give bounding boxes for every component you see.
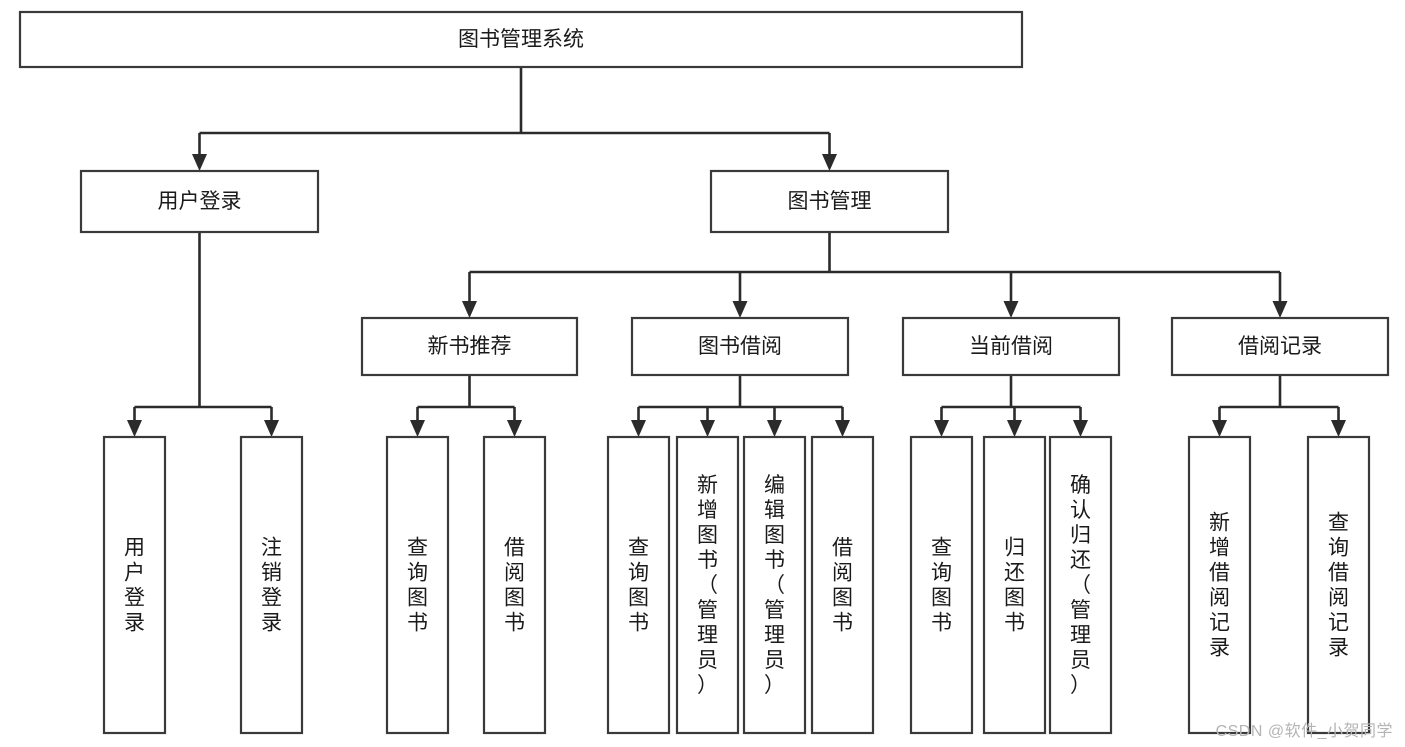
node-current-borrow[interactable]: 当前借阅 [901, 316, 1121, 377]
node-leaf-edit-book-admin-box[interactable] [742, 435, 807, 735]
node-root-label: 图书管理系统 [458, 28, 584, 51]
node-leaf-return-book[interactable]: 归还图书 [982, 435, 1047, 735]
node-leaf-logout-login-box[interactable] [239, 435, 304, 735]
node-book-borrow[interactable]: 图书借阅 [630, 316, 850, 377]
node-book-manage-box[interactable] [709, 169, 950, 234]
node-new-book-recommend[interactable]: 新书推荐 [360, 316, 579, 377]
node-leaf-borrow-book-1-label: 借阅图书 [504, 537, 525, 635]
node-leaf-borrow-book-2-label: 借阅图书 [832, 537, 853, 635]
node-new-book-recommend-box[interactable] [360, 316, 579, 377]
node-leaf-borrow-book-2[interactable]: 借阅图书 [810, 435, 875, 735]
connector-layer [127, 67, 1346, 437]
node-leaf-return-book-label: 归还图书 [1004, 537, 1025, 635]
node-leaf-query-book-2[interactable]: 查询图书 [606, 435, 671, 735]
node-new-book-recommend-label: 新书推荐 [428, 335, 512, 358]
node-leaf-user-login-label: 用户登录 [124, 537, 145, 635]
node-book-manage-label: 图书管理 [788, 190, 872, 213]
node-leaf-user-login[interactable]: 用户登录 [102, 435, 167, 735]
node-root[interactable]: 图书管理系统 [18, 10, 1024, 69]
node-leaf-query-book-3[interactable]: 查询图书 [909, 435, 974, 735]
node-leaf-query-book-3-label: 查询图书 [931, 537, 952, 635]
node-leaf-edit-book-admin[interactable]: 编辑图书（管理员） [742, 435, 807, 735]
node-leaf-confirm-return[interactable]: 确认归还（管理员） [1048, 435, 1113, 735]
node-leaf-add-book-admin-label: 新增图书（管理员） [697, 474, 718, 697]
node-leaf-query-book-2-label: 查询图书 [628, 537, 649, 635]
node-book-manage[interactable]: 图书管理 [709, 169, 950, 234]
node-leaf-add-borrow-record[interactable]: 新增借阅记录 [1187, 435, 1252, 735]
node-root-box[interactable] [18, 10, 1024, 69]
node-user-login-box[interactable] [79, 169, 320, 234]
node-leaf-borrow-book-1[interactable]: 借阅图书 [482, 435, 547, 735]
node-leaf-logout-login-label: 注销登录 [261, 537, 282, 635]
node-leaf-confirm-return-label: 确认归还（管理员） [1070, 474, 1091, 697]
node-leaf-confirm-return-box[interactable] [1048, 435, 1113, 735]
node-leaf-query-borrow-record-label: 查询借阅记录 [1328, 512, 1349, 660]
node-leaf-query-borrow-record[interactable]: 查询借阅记录 [1306, 435, 1371, 735]
node-leaf-borrow-book-1-box[interactable] [482, 435, 547, 735]
node-user-login[interactable]: 用户登录 [79, 169, 320, 234]
node-current-borrow-label: 当前借阅 [969, 335, 1053, 358]
node-user-login-label: 用户登录 [158, 190, 242, 213]
node-current-borrow-box[interactable] [901, 316, 1121, 377]
node-leaf-logout-login[interactable]: 注销登录 [239, 435, 304, 735]
node-leaf-add-book-admin[interactable]: 新增图书（管理员） [675, 435, 740, 735]
node-borrow-record-box[interactable] [1170, 316, 1390, 377]
node-borrow-record[interactable]: 借阅记录 [1170, 316, 1390, 377]
node-leaf-query-book-3-box[interactable] [909, 435, 974, 735]
node-leaf-user-login-box[interactable] [102, 435, 167, 735]
node-leaf-add-borrow-record-box[interactable] [1187, 435, 1252, 735]
watermark-text: CSDN @软件_小贺同学 [1215, 723, 1393, 740]
node-leaf-edit-book-admin-label: 编辑图书（管理员） [764, 474, 785, 697]
node-leaf-borrow-book-2-box[interactable] [810, 435, 875, 735]
node-leaf-query-book-2-box[interactable] [606, 435, 671, 735]
node-leaf-add-book-admin-box[interactable] [675, 435, 740, 735]
node-book-borrow-box[interactable] [630, 316, 850, 377]
node-leaf-query-book-1-box[interactable] [385, 435, 450, 735]
node-leaf-query-borrow-record-box[interactable] [1306, 435, 1371, 735]
node-leaf-return-book-box[interactable] [982, 435, 1047, 735]
node-leaf-add-borrow-record-label: 新增借阅记录 [1209, 512, 1230, 660]
node-book-borrow-label: 图书借阅 [698, 335, 782, 358]
node-layer: 图书管理系统用户登录图书管理新书推荐图书借阅当前借阅借阅记录用户登录注销登录查询… [18, 10, 1390, 735]
node-borrow-record-label: 借阅记录 [1238, 335, 1322, 358]
node-leaf-query-book-1-label: 查询图书 [407, 537, 428, 635]
node-leaf-query-book-1[interactable]: 查询图书 [385, 435, 450, 735]
